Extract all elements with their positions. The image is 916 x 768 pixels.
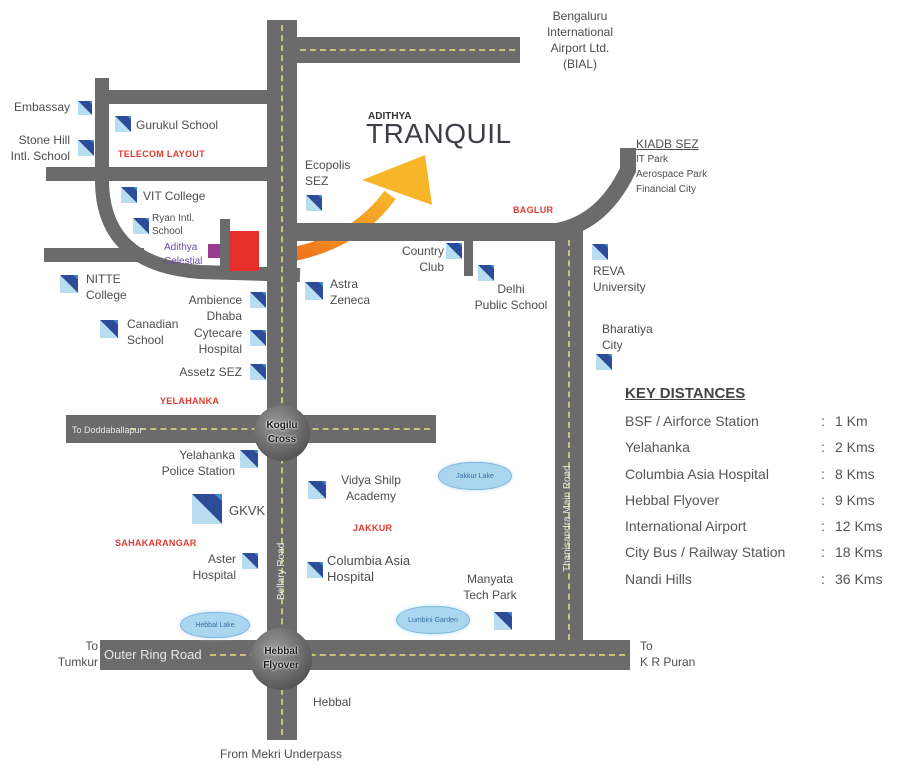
landmark-assetz: Assetz SEZ — [179, 365, 242, 379]
ryan-marker-icon[interactable] — [133, 218, 149, 234]
dps-marker-icon[interactable] — [478, 265, 494, 281]
key-distances-title: KEY DISTANCES — [625, 385, 746, 402]
landmark-ryan: Ryan Intl.School — [152, 213, 195, 237]
landmark-embassay: Embassay — [13, 100, 70, 114]
adithya-celestial-site[interactable] — [208, 244, 220, 258]
vidya-marker-icon[interactable] — [308, 481, 326, 499]
area-yelahanka: YELAHANKA — [160, 396, 220, 406]
police-marker-icon[interactable] — [240, 450, 258, 468]
junction-label: Flyover — [263, 660, 299, 671]
aster-marker-icon[interactable] — [242, 553, 258, 569]
area-telecom-layout: TELECOM LAYOUT — [118, 149, 205, 159]
adithya-tranquil-site[interactable] — [229, 231, 259, 271]
direction-arrow-icon — [362, 155, 432, 205]
reva-marker-icon[interactable] — [592, 244, 608, 260]
cytecare-marker-icon[interactable] — [250, 330, 266, 346]
gkvk-marker-icon[interactable] — [192, 494, 222, 524]
manyata-marker-icon[interactable] — [494, 612, 512, 630]
vit-marker-icon[interactable] — [121, 187, 137, 203]
road-name-thanisandra: Thanisandra Main Road — [562, 465, 573, 572]
distance-row: City Bus / Railway Station:18 Kms — [625, 544, 883, 561]
ecopolis-marker-icon[interactable] — [306, 195, 322, 211]
canadian-marker-icon[interactable] — [100, 320, 118, 338]
baglur-road — [297, 223, 557, 241]
columbia-marker-icon[interactable] — [307, 562, 323, 578]
kiadb-label: KIADB SEZ IT Park Aerospace Park Financi… — [636, 137, 708, 195]
landmark-gurukul: Gurukul School — [136, 118, 219, 132]
road-dash — [281, 25, 283, 735]
stonehill-marker-icon[interactable] — [78, 140, 94, 156]
key-distances-panel: KEY DISTANCES BSF / Airforce Station:1 K… — [625, 385, 905, 592]
area-baglur: BAGLUR — [513, 205, 554, 215]
brand-small: ADITHYA — [368, 111, 412, 122]
junction-label: Kogilu — [266, 420, 298, 431]
hebbal-lake[interactable]: Hebbal Lake — [180, 612, 250, 638]
assetz-marker-icon[interactable] — [250, 364, 266, 380]
area-jakkur: JAKKUR — [353, 523, 393, 533]
road-dash — [568, 240, 570, 640]
site-lane — [220, 219, 230, 279]
astra-marker-icon[interactable] — [305, 282, 323, 300]
telecom-middle-road — [46, 167, 267, 181]
brand-large: TRANQUIL — [366, 118, 512, 149]
bharatiya-marker-icon[interactable] — [596, 354, 612, 370]
kiadb-road — [547, 148, 636, 240]
junction-label: Hebbal — [264, 646, 298, 657]
road-name-doddaballapur: To Doddaballapur — [72, 425, 143, 435]
lumbini-garden[interactable]: Lumbini Garden — [396, 606, 470, 634]
distance-row: BSF / Airforce Station:1 Km — [625, 413, 868, 429]
hebbal-flyover-junction[interactable]: Hebbal Flyover — [250, 628, 312, 690]
telecom-top-road — [102, 90, 267, 104]
distance-row: Hebbal Flyover:9 Kms — [625, 491, 875, 508]
nitte-marker-icon[interactable] — [60, 275, 78, 293]
ambience-marker-icon[interactable] — [250, 292, 266, 308]
kogilu-cross-junction[interactable]: Kogilu Cross — [254, 405, 310, 461]
nitte-road — [44, 248, 144, 262]
country-club-lane — [464, 240, 473, 276]
distance-row: Yelahanka:2 Kms — [625, 439, 875, 456]
road-dash — [210, 654, 625, 656]
distance-row: Columbia Asia Hospital:8 Kms — [625, 465, 875, 482]
gurukul-marker-icon[interactable] — [115, 116, 131, 132]
road-name-bellary: Bellary Road — [276, 542, 287, 600]
landmark-gkvk: GKVK — [229, 503, 266, 518]
country-club-marker-icon[interactable] — [446, 243, 462, 259]
road-dash — [300, 49, 515, 51]
landmark-vit: VIT College — [143, 189, 206, 203]
landmark-hebbal: Hebbal — [313, 695, 352, 709]
direction-mekri: From Mekri Underpass — [220, 747, 343, 761]
area-sahakarangar: SAHAKARANGAR — [115, 538, 197, 548]
embassay-marker-icon[interactable] — [78, 95, 92, 121]
jakkur-lake[interactable]: Jakkur Lake — [438, 462, 512, 490]
distance-row: International Airport:12 Kms — [625, 518, 883, 535]
road-name-orr: Outer Ring Road — [104, 647, 202, 662]
distance-row: Nandi Hills:36 Kms — [625, 570, 883, 587]
junction-label: Cross — [267, 434, 297, 445]
